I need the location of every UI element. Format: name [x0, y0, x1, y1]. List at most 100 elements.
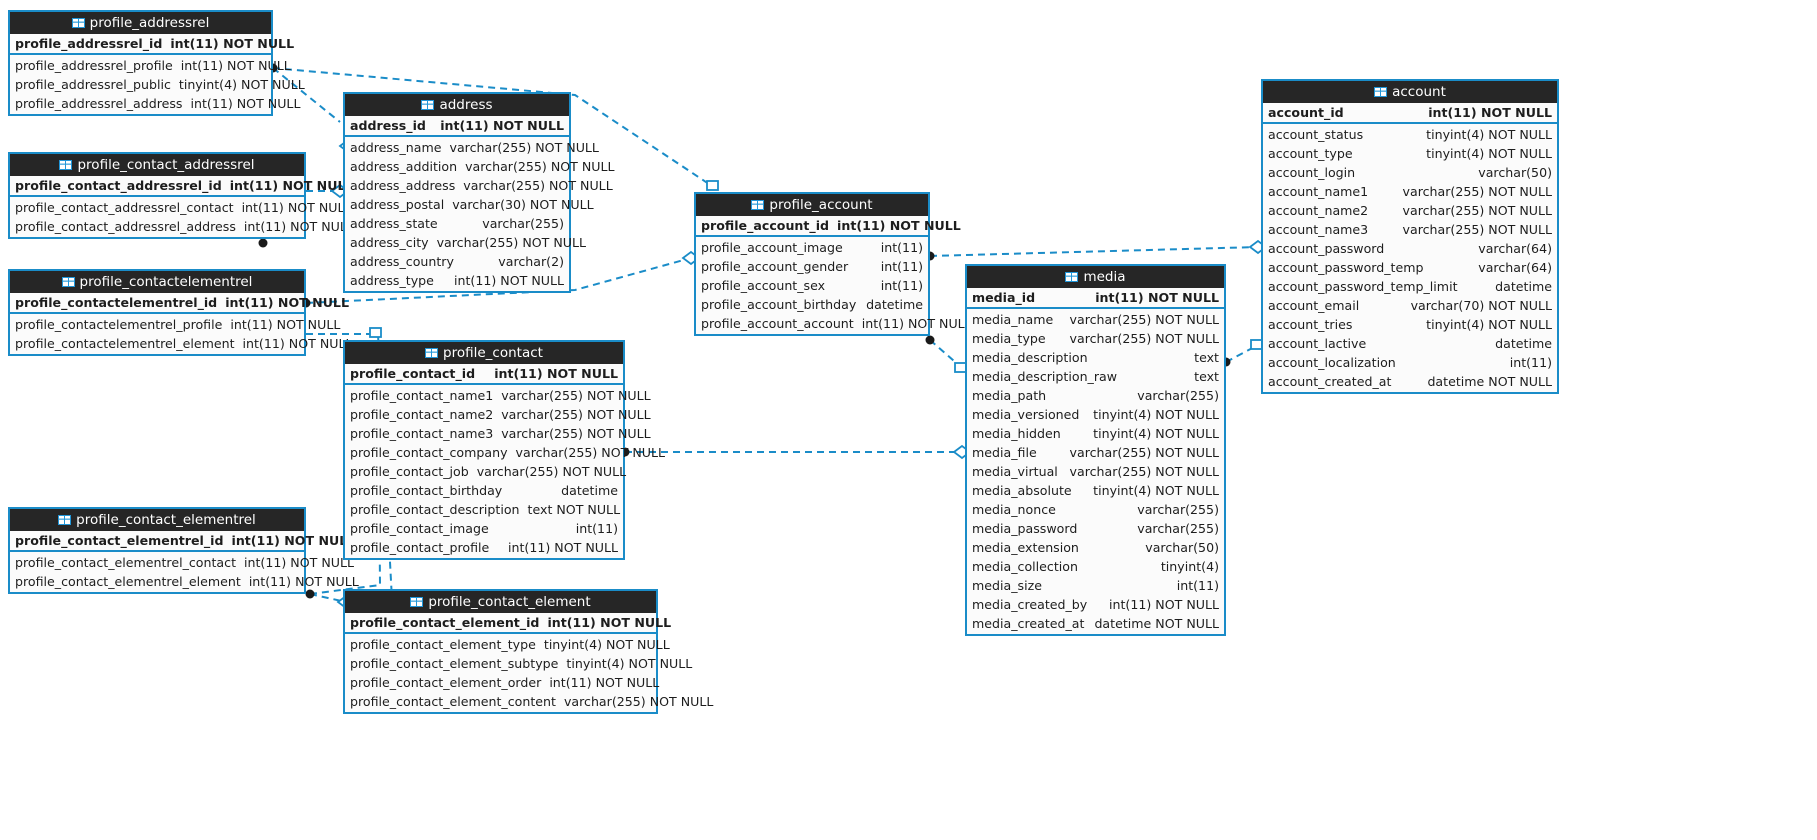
- field-type: tinyint(4) NOT NULL: [543, 637, 670, 652]
- er-table-header[interactable]: profile_contact_addressrel: [10, 154, 304, 176]
- er-table-header[interactable]: profile_account: [696, 194, 928, 216]
- er-table-header[interactable]: account: [1263, 81, 1557, 103]
- er-table-header[interactable]: profile_contact_element: [345, 591, 656, 613]
- er-table-header[interactable]: profile_contactelementrel: [10, 271, 304, 293]
- field-type: varchar(255) NOT NULL: [449, 140, 599, 155]
- er-table-header[interactable]: profile_contact_elementrel: [10, 509, 304, 531]
- er-table-header[interactable]: profile_addressrel: [10, 12, 271, 34]
- er-table-header[interactable]: media: [967, 266, 1224, 288]
- er-table-header[interactable]: profile_contact: [345, 342, 623, 364]
- er-table-header[interactable]: address: [345, 94, 569, 116]
- relationship-line-profile-account-media: [929, 339, 963, 369]
